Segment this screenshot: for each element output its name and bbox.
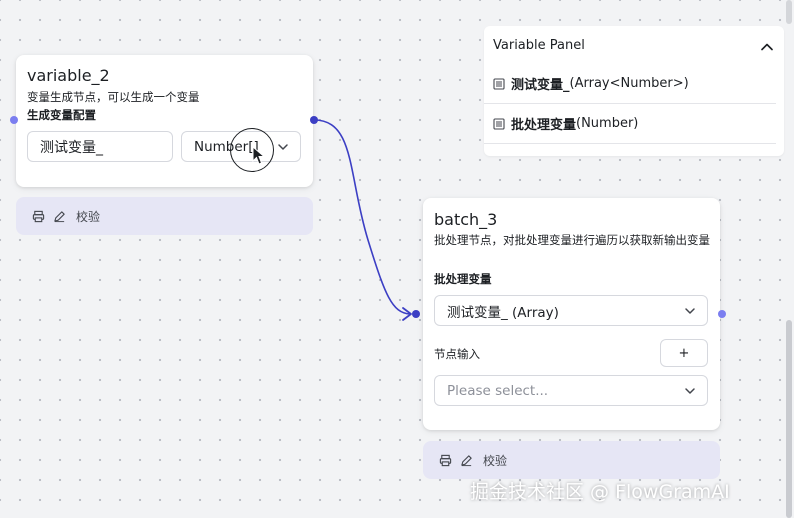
section-label: 生成变量配置 <box>27 108 96 122</box>
node-footer: 校验 <box>16 197 313 235</box>
variable-name-value: 测试变量_ <box>40 139 103 156</box>
node-title: batch_3 <box>434 210 498 229</box>
node-input-select[interactable]: Please select... <box>434 375 708 406</box>
node-description: 变量生成节点，可以生成一个变量 <box>27 90 200 104</box>
panel-item-name: 测试变量_ <box>511 78 570 93</box>
add-input-button[interactable]: + <box>660 339 708 367</box>
scrollbar-top[interactable] <box>786 0 792 24</box>
input-port[interactable] <box>412 310 420 318</box>
panel-item-type: (Number) <box>576 116 639 131</box>
input-port[interactable] <box>10 116 18 124</box>
node-input-label: 节点输入 <box>434 347 480 361</box>
panel-item[interactable]: 批处理变量(Number) <box>484 104 776 144</box>
batch-variable-value: 测试变量_ (Array) <box>447 304 559 321</box>
node-input-placeholder: Please select... <box>447 382 549 399</box>
pencil-icon[interactable] <box>460 454 473 467</box>
validate-label[interactable]: 校验 <box>76 209 101 224</box>
variable-node[interactable]: variable_2 变量生成节点，可以生成一个变量 生成变量配置 测试变量_ … <box>16 55 313 187</box>
variable-panel: Variable Panel 测试变量_(Array<Number>) 批处理变… <box>484 26 784 156</box>
chevron-down-icon <box>685 387 695 394</box>
validate-label[interactable]: 校验 <box>483 453 508 468</box>
printer-icon[interactable] <box>439 454 452 467</box>
list-icon <box>493 117 505 130</box>
variable-name-input[interactable]: 测试变量_ <box>27 131 173 162</box>
node-footer: 校验 <box>423 441 720 479</box>
vertical-scrollbar[interactable] <box>786 320 792 518</box>
panel-item-type: (Array<Number>) <box>569 76 689 91</box>
chevron-up-icon[interactable] <box>760 40 774 54</box>
cursor-highlight <box>230 128 274 172</box>
printer-icon[interactable] <box>32 210 45 223</box>
cursor-arrow-icon <box>252 146 266 165</box>
batch-variable-select[interactable]: 测试变量_ (Array) <box>434 295 708 326</box>
node-description: 批处理节点，对批处理变量进行遍历以获取新输出变量 <box>434 233 710 247</box>
list-icon <box>493 77 505 90</box>
section-label: 批处理变量 <box>434 272 492 286</box>
pencil-icon[interactable] <box>53 210 66 223</box>
edge-arrow-icon <box>402 307 412 321</box>
watermark: 掘金技术社区 @ FlowGramAI <box>470 481 730 503</box>
chevron-down-icon <box>685 307 695 314</box>
panel-item-name: 批处理变量 <box>511 118 577 133</box>
output-port[interactable] <box>310 116 318 124</box>
panel-item[interactable]: 测试变量_(Array<Number>) <box>484 64 776 104</box>
panel-title: Variable Panel <box>493 38 585 53</box>
output-port[interactable] <box>718 310 726 318</box>
node-title: variable_2 <box>27 66 110 85</box>
batch-node[interactable]: batch_3 批处理节点，对批处理变量进行遍历以获取新输出变量 批处理变量 测… <box>423 198 720 430</box>
chevron-down-icon <box>278 143 288 150</box>
